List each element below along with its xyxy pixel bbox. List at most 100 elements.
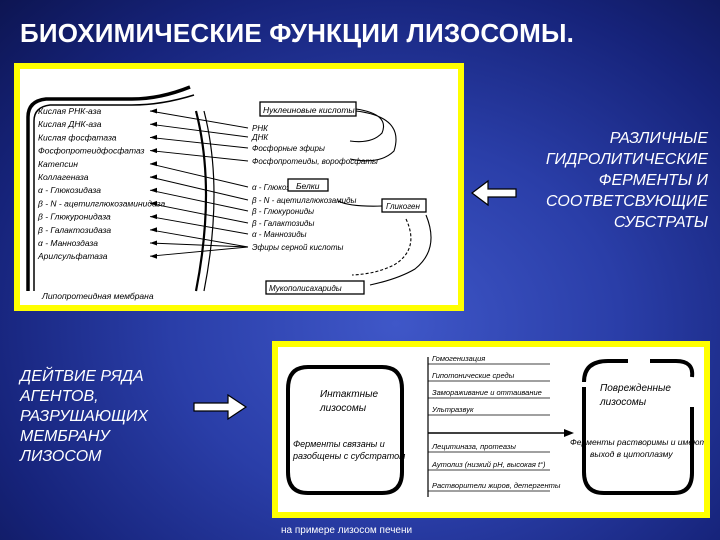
enzyme-arrow-line <box>149 110 249 129</box>
enzyme-arrow-head <box>150 161 157 167</box>
enzyme-arrow-line <box>149 242 249 248</box>
enzyme-arrow-line <box>149 136 249 149</box>
caption-right-line: СУБСТРАТЫ <box>613 214 708 231</box>
agent-item: Растворители жиров, детергенты <box>432 481 561 490</box>
membrane-curve-inner <box>203 110 215 292</box>
caption-right-line: ГИДРОЛИТИЧЕСКИЕ <box>545 151 708 168</box>
caption-membrane-agents: ДЕЙТВИЕ РЯДА АГЕНТОВ, РАЗРУШАЮЩИХ МЕМБРА… <box>20 367 220 467</box>
damaged-lysosome-outline-top <box>582 359 628 383</box>
agent-item: Аутолиз (низкий рН, высокая t°) <box>431 460 546 469</box>
enzyme-arrow-head <box>150 187 157 193</box>
enzyme-arrow-line <box>149 176 249 201</box>
substrate-item: РНК <box>252 124 269 133</box>
substrate-item: β - N - ацетилглюкозамиды <box>251 196 357 205</box>
substrate-item: ДНК <box>251 133 269 142</box>
caption-left-line: РАЗРУШАЮЩИХ <box>20 408 149 425</box>
substrate-item: α - Маннозиды <box>252 230 307 239</box>
agent-item: Гипотонические среды <box>432 371 515 380</box>
lysosome-damage-diagram: Интактные лизосомы Ферменты связаны и ра… <box>286 354 707 497</box>
curve-glycogen <box>337 200 383 207</box>
lysosome-membrane <box>26 85 191 291</box>
enzyme-arrow-head <box>150 214 157 220</box>
damaged-body-2: выход в цитоплазму <box>590 449 673 459</box>
box-mucopolysaccharides <box>265 280 365 295</box>
arrow-right-icon <box>193 393 248 421</box>
caption-right-line: ФЕРМЕНТЫ И <box>598 172 708 189</box>
damaged-lysosome-outline-top-right <box>650 359 695 378</box>
enzyme-item: Арилсульфатаза <box>37 251 108 261</box>
enzyme-arrow-line <box>149 163 249 188</box>
agent-item: Замораживание и оттаивание <box>432 388 542 397</box>
caption-left-line: АГЕНТОВ, <box>20 388 99 405</box>
box-proteins-label: Белки <box>296 181 320 191</box>
caption-left-line: МЕМБРАНУ <box>20 428 110 445</box>
enzyme-item: β - N - ацетилглюкозаминидаза <box>37 198 165 208</box>
enzyme-item: α - Глюкозидаза <box>38 185 101 195</box>
enzyme-item: Кислая ДНК-аза <box>38 119 102 129</box>
enzyme-arrow-line <box>149 123 249 138</box>
agent-item: Лецитиназа, протеазы <box>431 442 516 451</box>
intact-title-2: лизосомы <box>319 403 367 414</box>
enzyme-arrow-line <box>149 246 249 257</box>
enzyme-arrow-head <box>150 134 157 140</box>
intact-lysosome-outline <box>286 365 404 495</box>
enzyme-item: Кислая РНК-аза <box>38 106 101 116</box>
substrate-item: Эфиры серной кислоты <box>252 243 344 252</box>
enzyme-arrow-line <box>149 216 249 235</box>
curve-nucleic <box>349 108 384 143</box>
enzyme-item: α - Манноздаза <box>38 238 98 248</box>
box-glycogen <box>381 198 427 213</box>
enzyme-arrow-head <box>150 253 157 259</box>
caption-right-line: СООТВЕТСВУЮЩИЕ <box>546 193 708 210</box>
enzyme-item: Фосфопротеидфосфатаз <box>38 146 145 156</box>
enzyme-arrow-head <box>150 227 157 233</box>
curve-mucopoly-2 <box>351 218 412 276</box>
intact-body-2: разобщены с субстратом <box>292 451 405 461</box>
box-nucleic-acids-label: Нуклеиновые кислоты <box>263 105 355 115</box>
substrate-item: β - Глюкурониды <box>251 207 314 216</box>
enzyme-item: β - Глюкуронидаза <box>37 212 111 222</box>
substrate-item: Фосфорные эфиры <box>252 144 325 153</box>
enzyme-item: Коллагеназа <box>38 172 89 182</box>
caption-right-line: РАЗЛИЧНЫЕ <box>609 130 708 147</box>
arrow-left-icon <box>471 179 517 207</box>
intact-title-1: Интактные <box>320 389 378 400</box>
membrane-label: Липопротеидная мембрана <box>41 291 154 301</box>
enzyme-item: Катепсин <box>38 159 78 169</box>
caption-enzymes-substrates: РАЗЛИЧНЫЕ ГИДРОЛИТИЧЕСКИЕ ФЕРМЕНТЫ И СОО… <box>488 128 708 233</box>
transition-arrow-head <box>564 429 574 437</box>
enzyme-arrow-head <box>150 108 157 114</box>
caption-left-line: ЛИЗОСОМ <box>20 448 102 465</box>
footnote: на примере лизосом печени <box>281 525 413 536</box>
enzyme-arrow-head <box>150 200 157 206</box>
intact-body-1: Ферменты связаны и <box>293 439 385 449</box>
damaged-title-2: лизосомы <box>599 397 647 408</box>
enzyme-arrow-head <box>150 240 157 246</box>
enzyme-arrow-head <box>150 148 157 154</box>
agent-item: Гомогенизация <box>432 354 485 363</box>
curve-phosphates <box>349 110 397 162</box>
enzyme-arrows <box>149 108 249 259</box>
lysosome-damage-figure: Интактные лизосомы Ферменты связаны и ра… <box>272 341 710 518</box>
substrate-item: β - Галактозиды <box>251 219 314 228</box>
membrane-curve <box>194 110 208 292</box>
damaged-body-1: Ферменты растворимы и имеют <box>570 437 704 447</box>
enzyme-arrow-line <box>149 229 249 248</box>
enzyme-item: β - Галактозидаза <box>37 225 111 235</box>
substrate-item: Фосфопротеиды, ворофосфаты <box>252 157 378 166</box>
agent-item: Ультразвук <box>431 405 474 414</box>
enzyme-arrow-line <box>149 150 249 162</box>
caption-left-line: ДЕЙТВИЕ РЯДА <box>20 368 144 385</box>
curve-mucopoly <box>369 214 432 286</box>
enzyme-arrow-line <box>149 189 249 212</box>
box-proteins <box>287 178 329 192</box>
substrate-item: α - Глюкозиды <box>252 183 305 192</box>
damaged-title-1: Поврежденные <box>600 383 671 394</box>
box-glycogen-label: Гликоген <box>386 202 420 211</box>
enzyme-arrow-head <box>150 121 157 127</box>
